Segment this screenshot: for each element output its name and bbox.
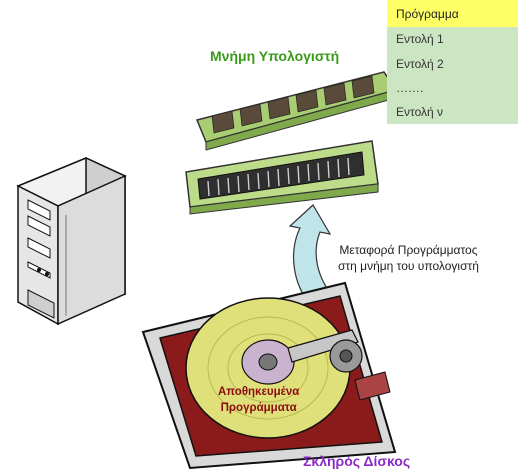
transfer-label-line2: στη μνήμη του υπολογιστή xyxy=(338,259,479,273)
curved-up-arrow-icon xyxy=(288,204,337,313)
program-instruction: ……. xyxy=(396,80,424,95)
hard-disk-icon xyxy=(141,281,397,470)
program-instruction: Εντολή 2 xyxy=(396,56,444,71)
program-box: Πρόγραμμα Εντολή 1 Εντολή 2 ……. Εντολή ν xyxy=(387,0,518,124)
hard-disk-label: Σκληρός Δίσκος xyxy=(303,453,411,469)
transfer-label: Μεταφορά Προγράμματος στη μνήμη του υπολ… xyxy=(338,242,479,274)
memory-label: Μνήμη Υπολογιστή xyxy=(210,48,340,64)
program-instruction: Εντολή 1 xyxy=(396,32,444,47)
stored-label-line1: Αποθηκευμένα xyxy=(218,386,300,398)
program-header: Πρόγραμμα xyxy=(396,6,459,21)
ram-module-icon xyxy=(185,140,379,215)
stored-programs-label: Αποθηκευμένα Προγράμματα xyxy=(218,384,299,416)
computer-tower-icon xyxy=(16,156,127,326)
transfer-label-line1: Μεταφορά Προγράμματος xyxy=(339,243,478,257)
ram-module-icon xyxy=(195,71,398,151)
stored-label-line2: Προγράμματα xyxy=(220,402,297,414)
program-instruction: Εντολή ν xyxy=(396,104,444,119)
